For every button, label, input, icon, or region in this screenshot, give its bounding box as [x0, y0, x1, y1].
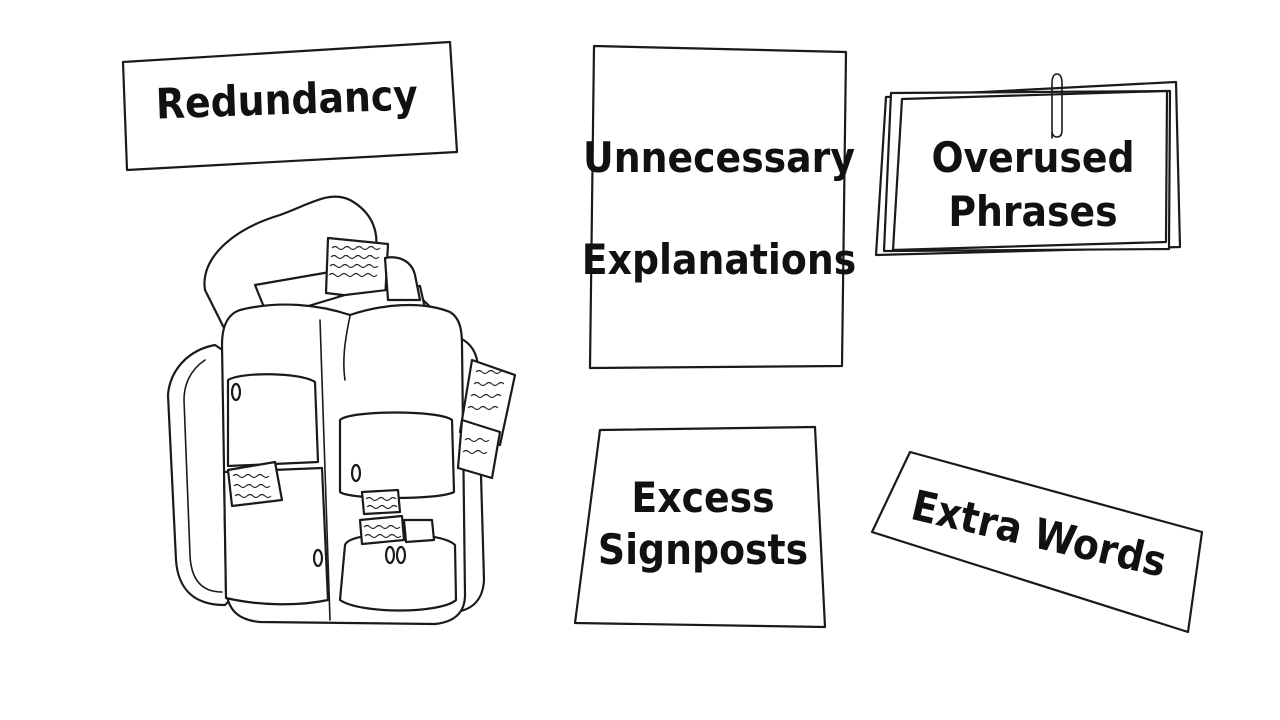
card-extra-words-frame: [870, 450, 1204, 634]
paper-sheet-pocket-left: [226, 460, 284, 508]
label-phrases: Phrases: [948, 187, 1117, 236]
label-overused: Overused: [931, 133, 1134, 182]
label-redundancy: Redundancy: [155, 70, 419, 128]
card-overused-phrases: Overused Phrases: [874, 73, 1182, 257]
backpack-stuffed-with-papers-icon: [166, 195, 517, 626]
paper-sheet-pocket-right-2: [358, 514, 406, 546]
card-redundancy: Redundancy: [121, 40, 459, 172]
backpack-pocket-left-upper: [226, 373, 320, 468]
card-unnecessary-frame: [588, 44, 848, 370]
paperclip-icon: [1051, 73, 1063, 139]
paper-sheet-side-2: [456, 418, 502, 480]
backpack-pocket-right-lower: [338, 532, 458, 612]
card-excess-frame: [573, 425, 827, 629]
paper-sheet-pocket-right-1: [360, 488, 402, 516]
card-unnecessary-explanations: Unnecessary Explanations: [582, 44, 856, 370]
backpack-pocket-right-upper: [338, 411, 456, 500]
label-excess: Excess: [631, 473, 774, 522]
backpack-back-frame: [166, 343, 232, 607]
card-extra-words: Extra Words: [870, 450, 1204, 634]
card-excess-signposts: Excess Signposts: [573, 425, 827, 629]
card-overused-front-sheet: [891, 89, 1169, 252]
label-explanations: Explanations: [582, 235, 856, 284]
card-redundancy-frame: [121, 40, 459, 172]
label-unnecessary: Unnecessary: [583, 133, 855, 182]
label-signposts: Signposts: [598, 525, 808, 574]
